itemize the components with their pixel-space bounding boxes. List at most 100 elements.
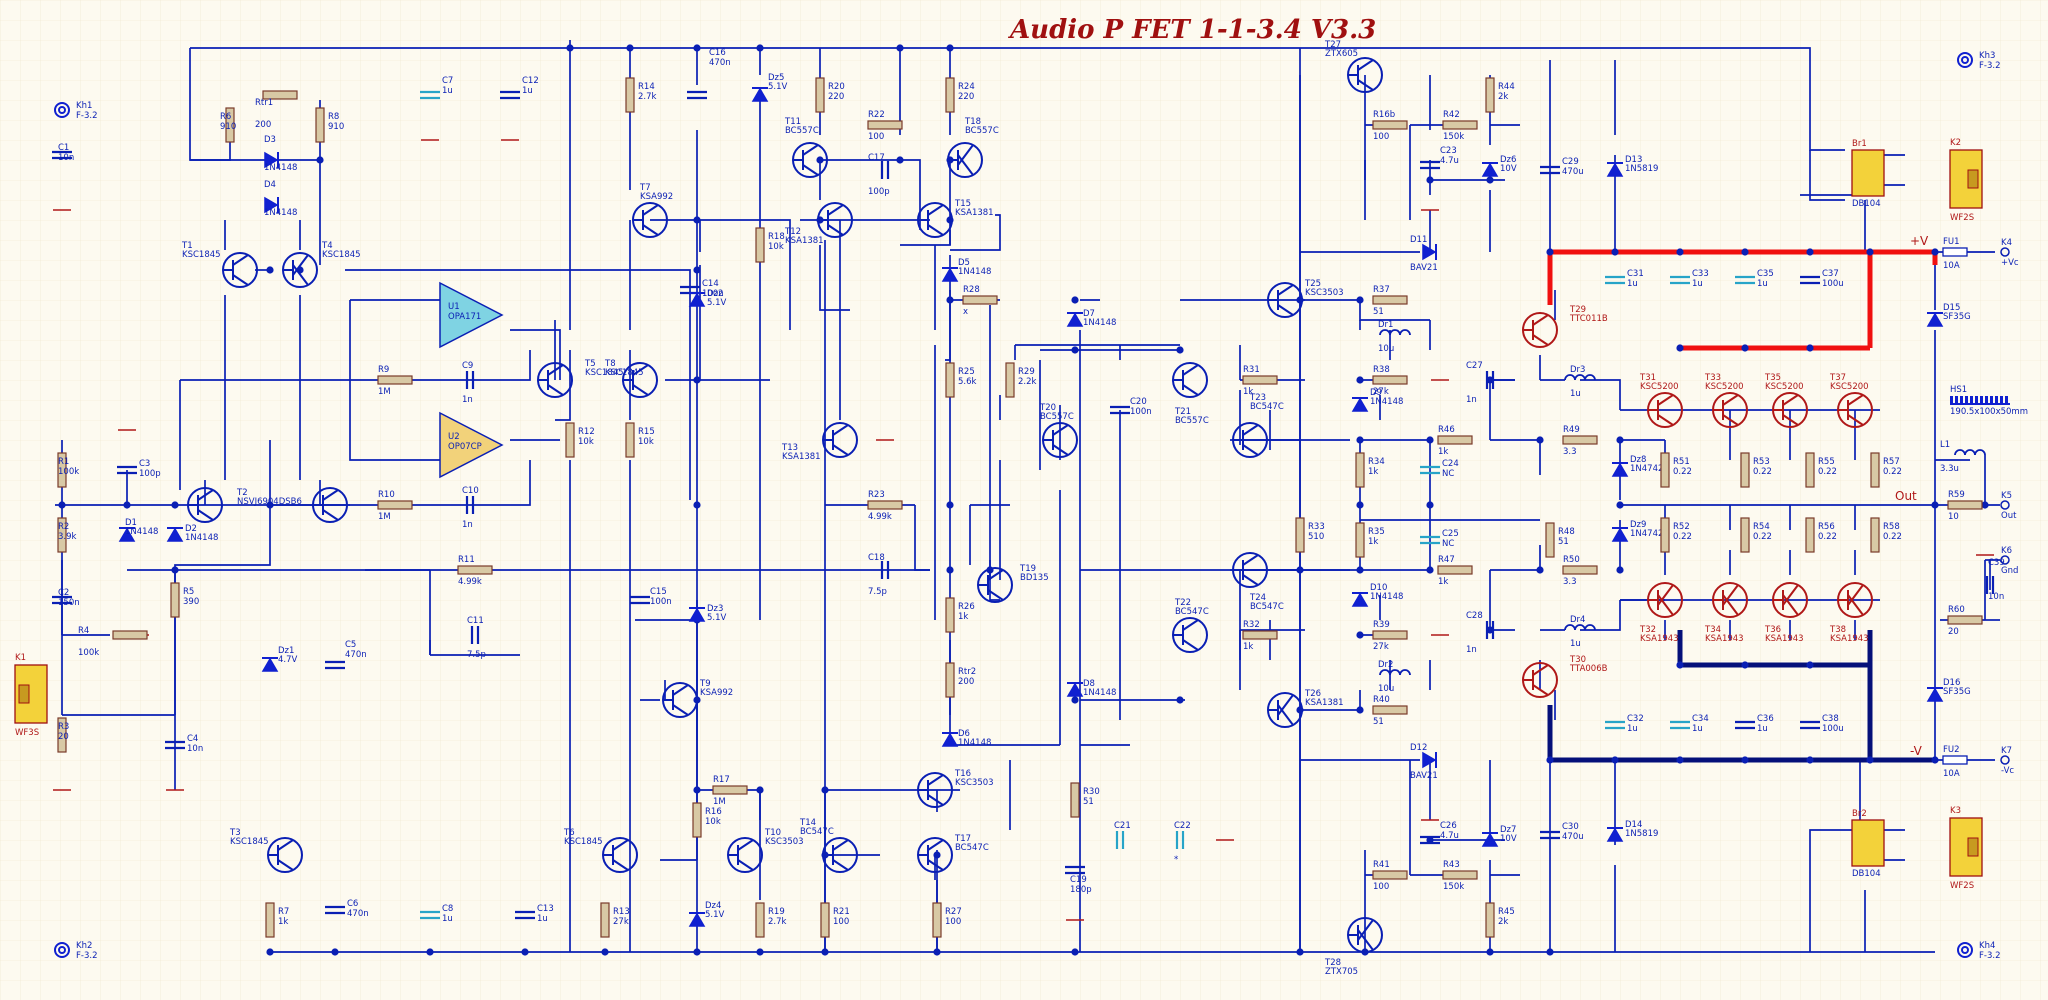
label-r46-ref: R46 <box>1438 425 1455 435</box>
label-t11-val: BC557C <box>785 126 819 136</box>
resistor-r39: R39 27k <box>1372 620 1408 652</box>
label-dz1-ref: Dz1 <box>278 646 294 656</box>
label-c10-ref: C10 <box>462 486 479 496</box>
label-r45-val: 2k <box>1498 917 1508 927</box>
label-t3-ref: T3 <box>229 828 241 838</box>
label-r39-val: 27k <box>1373 642 1389 652</box>
label-c22-val: * <box>1174 855 1178 865</box>
label-r51-val: 0.22 <box>1673 467 1692 477</box>
label-c25-val: NC <box>1442 539 1454 549</box>
label-t26-val: KSA1381 <box>1305 698 1344 708</box>
label-t21-ref: T21 <box>1174 407 1191 417</box>
label-c20-val: 100n <box>1130 407 1152 417</box>
label-r55-ref: R55 <box>1818 457 1835 467</box>
label-d14-val: 1N5819 <box>1625 829 1658 839</box>
label-t5-val: KSC1845 <box>585 368 624 378</box>
label-r37-val: 51 <box>1373 307 1384 317</box>
label-c23-ref: C23 <box>1440 146 1457 156</box>
label-c34-ref: C34 <box>1692 714 1709 724</box>
label-d8-val: 1N4148 <box>1083 688 1116 698</box>
label-r17-ref: R17 <box>713 775 730 785</box>
label-r14-val: 2.7k <box>638 92 657 102</box>
label-r44-ref: R44 <box>1498 82 1515 92</box>
label-c2-val: 150n <box>58 598 80 608</box>
label-c8-ref: C8 <box>442 904 453 914</box>
label-t20-val: BC557C <box>1040 412 1074 422</box>
label-r20-ref: R20 <box>828 82 845 92</box>
label-t13-ref: T13 <box>781 443 798 453</box>
label-u2-ref: U2 <box>448 432 460 442</box>
label-r45-ref: R45 <box>1498 907 1515 917</box>
label-t1-val: KSC1845 <box>182 250 221 260</box>
capacitor-c21: C21 <box>1114 821 1131 849</box>
label-r1-ref: R1 <box>58 457 69 467</box>
label-r11-ref: R11 <box>458 555 475 565</box>
label-dr4-val: 1u <box>1570 639 1581 649</box>
label-t11-ref: T11 <box>784 117 801 127</box>
label-c26-val: 4.7u <box>1440 831 1459 841</box>
label-r16b-val: 100 <box>1373 132 1389 142</box>
label-c20-ref: C20 <box>1130 397 1147 407</box>
label-fu1-val: 10A <box>1943 261 1960 271</box>
label-t29-ref: T29 <box>1569 305 1586 315</box>
label-k1-val: WF3S <box>15 728 39 738</box>
label-k2-val: WF2S <box>1950 213 1974 223</box>
label-t32-ref: T32 <box>1639 625 1656 635</box>
label-c18-val: 7.5p <box>868 587 887 597</box>
label-r25-val: 5.6k <box>958 377 977 387</box>
label-c14-val: 100n <box>702 289 724 299</box>
label-c36-val: 1u <box>1757 724 1768 734</box>
label-r8-val: 910 <box>328 122 344 132</box>
label-r54-val: 0.22 <box>1753 532 1772 542</box>
label-dr3-ref: Dr3 <box>1570 365 1585 375</box>
label-r4-ref: R4 <box>78 626 89 636</box>
label-u1-ref: U1 <box>448 302 460 312</box>
label-hs1-ref: HS1 <box>1950 385 1967 395</box>
label-t16-ref: T16 <box>954 769 971 779</box>
label-r39-ref: R39 <box>1373 620 1390 630</box>
label-dz2-ref: Dz2 <box>707 289 723 299</box>
label-r13-val: 27k <box>613 917 629 927</box>
label-r56-val: 0.22 <box>1818 532 1837 542</box>
label-kh4-ref: Kh4 <box>1979 941 1995 951</box>
label-k4-val: +Vc <box>2001 258 2019 268</box>
